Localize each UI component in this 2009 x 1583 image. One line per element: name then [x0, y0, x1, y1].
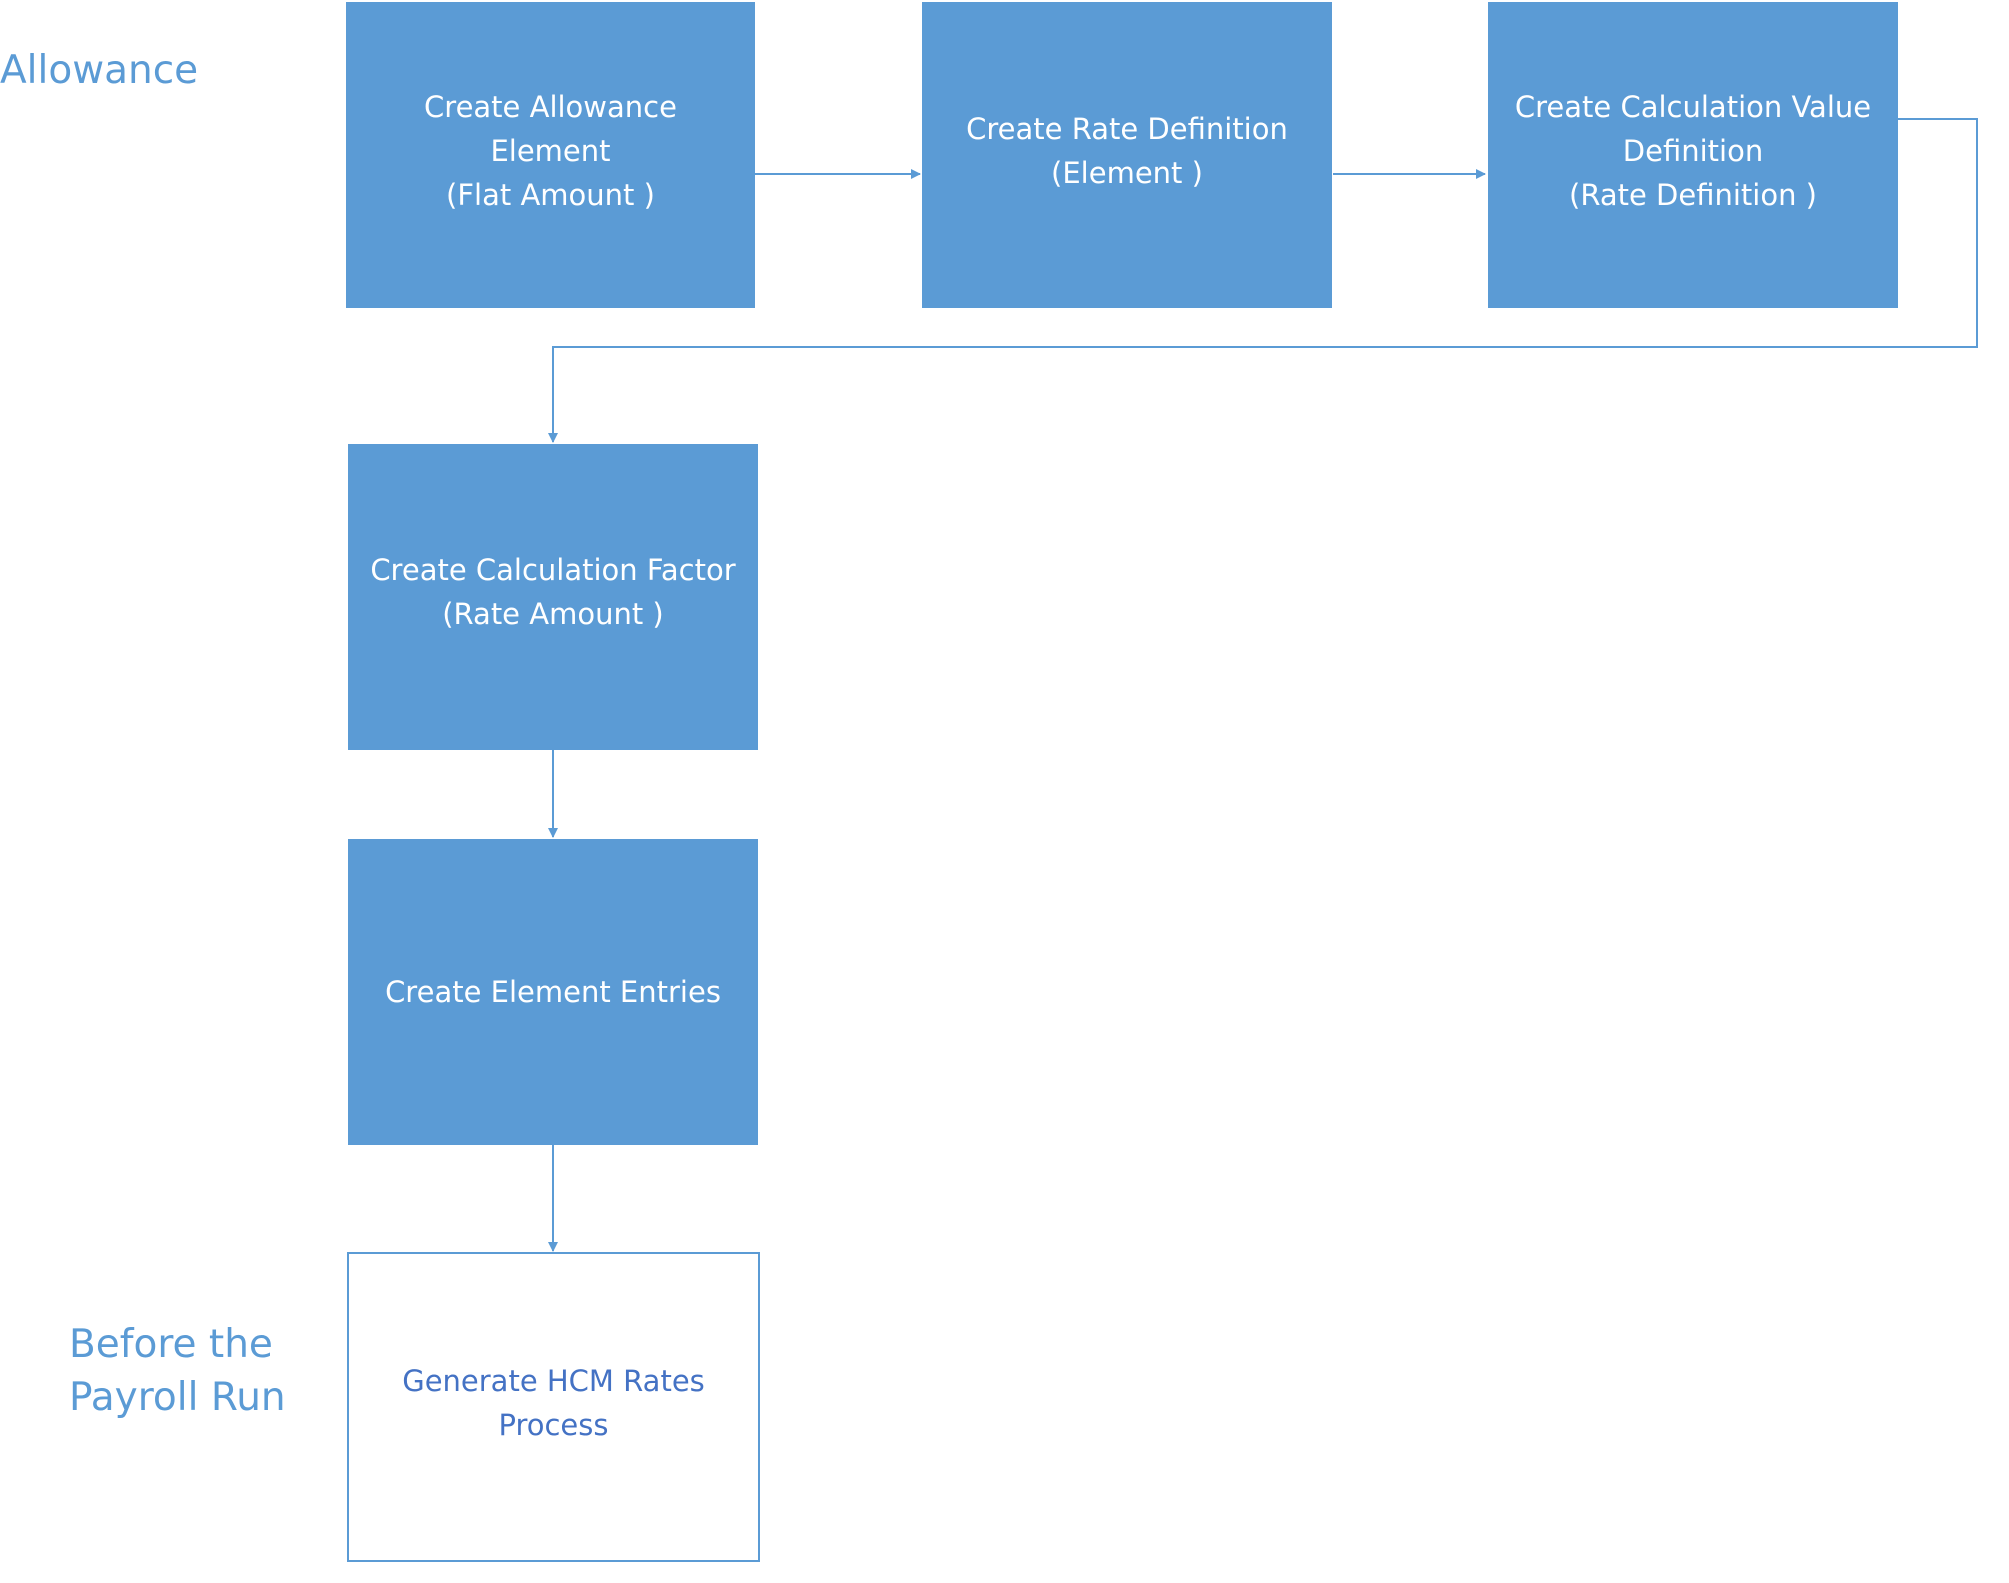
section-label-allowance: Allowance [0, 48, 199, 93]
node-create-calc-value-definition-label: Create Calculation Value Definition (Rat… [1514, 90, 1872, 212]
node-generate-hcm-rates-label: Generate HCM Rates Process [402, 1363, 705, 1442]
node-create-calc-factor: Create Calculation Factor (Rate Amount ) [348, 444, 758, 750]
node-create-allowance-element: Create Allowance Element (Flat Amount ) [346, 2, 755, 308]
node-create-element-entries-label: Create Element Entries [385, 975, 721, 1009]
node-create-calc-factor-label: Create Calculation Factor (Rate Amount ) [370, 553, 736, 631]
section-label-before-payroll: Before the Payroll Run [69, 1322, 286, 1420]
node-create-rate-definition: Create Rate Definition (Element ) [922, 2, 1332, 308]
node-create-rate-definition-label: Create Rate Definition (Element ) [966, 112, 1288, 190]
node-create-allowance-element-label: Create Allowance Element (Flat Amount ) [424, 90, 677, 212]
node-generate-hcm-rates: Generate HCM Rates Process [347, 1252, 760, 1562]
node-create-calc-value-definition: Create Calculation Value Definition (Rat… [1488, 2, 1898, 308]
node-create-element-entries: Create Element Entries [348, 839, 758, 1145]
connector-calc-value-to-calc-factor [548, 118, 1978, 443]
